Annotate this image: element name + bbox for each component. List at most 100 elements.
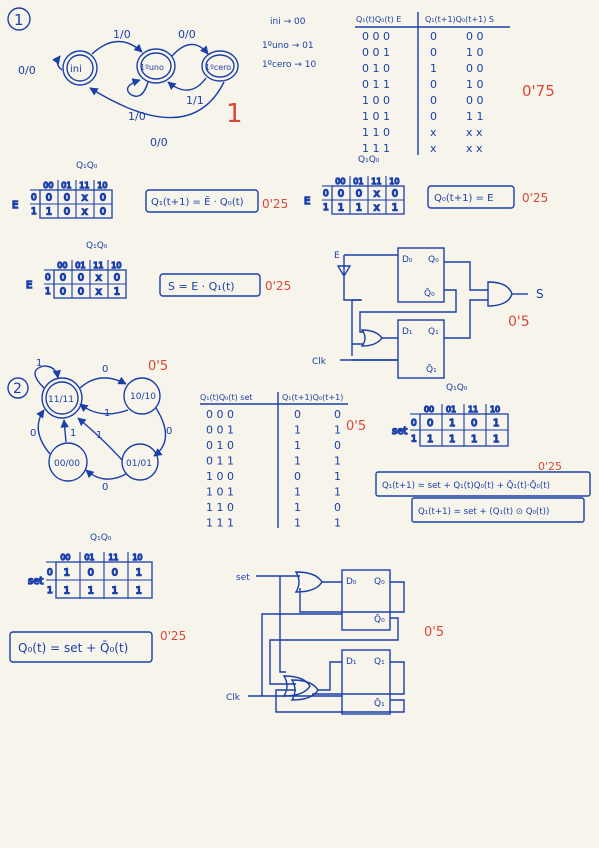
kmap-row-header: 1 <box>411 435 417 445</box>
edge-10-01 <box>153 407 167 457</box>
state-01-label: 01/01 <box>126 459 152 469</box>
truth-cell: 0 1 1 <box>206 455 234 468</box>
kmap-col-header: 10 <box>111 261 121 270</box>
label-q1: Q₁ <box>428 327 439 337</box>
label2-nq0: Q̄₀ <box>374 613 385 625</box>
truth-cell: 1 <box>294 501 301 514</box>
edge-10-11 <box>79 403 129 415</box>
kmap-cell: x <box>82 207 88 218</box>
kmap-cell: 0 <box>64 207 70 218</box>
kmap-cell: 1 <box>136 568 142 579</box>
edge-loop-uno <box>126 78 149 97</box>
kmap-cell: 1 <box>136 586 142 597</box>
truth-cell: 1 <box>294 439 301 452</box>
truth-cell: x <box>430 126 437 139</box>
kmap-col-header: 00 <box>57 261 67 270</box>
label-d0: D₀ <box>402 255 413 265</box>
edge-loop-ini <box>52 55 63 71</box>
truth-cell: 0 <box>334 408 341 421</box>
truth-cell: 1 <box>294 517 301 530</box>
truth-cell: 0 0 1 <box>206 424 234 437</box>
kmap-col-header: 00 <box>424 405 434 414</box>
label-nq0: Q̄₀ <box>424 287 435 299</box>
truth-cell: 1 0 0 <box>362 94 390 107</box>
truth-cell: 0 1 0 <box>206 439 234 452</box>
edge2-label-2: 0 <box>102 364 108 375</box>
grade-states-2: 0'5 <box>148 359 168 374</box>
truth-cell: 1 1 1 <box>206 517 234 530</box>
kmap-cell: 0 <box>471 418 477 429</box>
kmap-col-header: 11 <box>93 261 103 270</box>
kmap-input-var: E <box>12 200 18 211</box>
truth-cell: 0 0 <box>466 62 484 75</box>
kmap-row-header: 0 <box>47 568 53 578</box>
kmap-cell: 0 <box>356 189 362 200</box>
grade-truth2: 0'5 <box>346 419 366 434</box>
exercise-1: 1 ini 1ºuno 1ºcero 0/0 1/0 0/0 1/1 1/0 0… <box>7 7 555 379</box>
truth-cell: 0 0 1 <box>362 46 390 59</box>
edge-label-2: 0/0 <box>178 28 196 41</box>
eq-s: S = E · Q₁(t) <box>168 280 235 293</box>
truth-cell: 1 <box>294 424 301 437</box>
kmap-row-header: 1 <box>47 586 53 596</box>
kmap-col-header: 11 <box>79 181 89 190</box>
grade-s: 0'25 <box>265 279 291 293</box>
and-gate-s <box>487 281 513 307</box>
grade-fsm: 1 <box>226 99 243 129</box>
ff-d0 <box>397 247 445 303</box>
kmap-col-header: 10 <box>490 405 500 414</box>
kmap-cell: 0 <box>60 273 66 284</box>
encoding-ini: ini → 00 <box>270 17 306 27</box>
kmap-col-header: 01 <box>446 405 456 414</box>
kmap-cell: x <box>374 203 380 214</box>
eq-s-box <box>159 273 261 297</box>
state-ini <box>62 50 98 86</box>
eq-q0-box <box>427 185 515 209</box>
kmap-ex2-q1-vars: Q₁Q₀ <box>446 383 468 393</box>
grade-q1: 0'25 <box>262 197 288 211</box>
truth-cell: 1 <box>334 470 341 483</box>
eq-ex2-q1-b-box <box>411 497 585 523</box>
truth-cell: 0 <box>430 30 437 43</box>
kmap-s-vars: Q₁Q₀ <box>86 241 108 251</box>
kmap-cell: x <box>96 287 102 298</box>
label2-d1: D₁ <box>346 657 357 667</box>
encoding-cero: 1ºcero → 10 <box>262 60 316 70</box>
eq-ex2-q1-box <box>375 471 591 497</box>
kmap-cell: 0 <box>100 207 106 218</box>
truth-cell: 0 <box>430 46 437 59</box>
loop-ini-label: 0/0 <box>18 64 36 77</box>
truth-cell: 1 <box>334 486 341 499</box>
kmap-cell: 1 <box>427 434 433 445</box>
state-uno <box>136 48 176 84</box>
ff2-d0 <box>341 569 391 631</box>
kmap-cell: 1 <box>64 586 70 597</box>
label-d1: D₁ <box>402 327 413 337</box>
edge2-label-3: 1 <box>104 408 110 419</box>
edge-11-10 <box>79 376 127 389</box>
kmap-cell: 0 <box>100 193 106 204</box>
truth-cell: 1 1 0 <box>206 501 234 514</box>
state-cero <box>201 50 239 82</box>
eq-q1: Q₁(t+1) = Ē · Q₀(t) <box>151 195 244 208</box>
eq-ex2-q1-a: Q₁(t+1) = set + Q₁(t)Q₀(t) + Q̄₁(t)·Q̄₀(… <box>382 479 550 491</box>
exercise-number: 1 <box>14 11 24 29</box>
label-clk: Clk <box>312 357 327 367</box>
or-gate-2 <box>282 675 311 697</box>
label-nq1: Q̄₁ <box>426 363 437 375</box>
kmap-cell: 0 <box>112 568 118 579</box>
edge2-label-7: 0 <box>102 482 108 493</box>
kmap-cell: 1 <box>88 586 94 597</box>
kmap-col-header: 00 <box>43 181 53 190</box>
kmap-row-header: 1 <box>323 203 329 213</box>
circuit-2: set D₀ Q₀ Q̄₀ D₁ Q₁ Q̄₁ Clk 0'5 <box>226 569 444 715</box>
kmap-cell: 0 <box>78 273 84 284</box>
exercise-2-number-circle <box>7 377 29 399</box>
kmap-cell: 0 <box>46 193 52 204</box>
edge-uno-cero <box>171 43 209 57</box>
ff2-d1 <box>341 649 391 715</box>
kmap-col-header: 10 <box>97 181 107 190</box>
